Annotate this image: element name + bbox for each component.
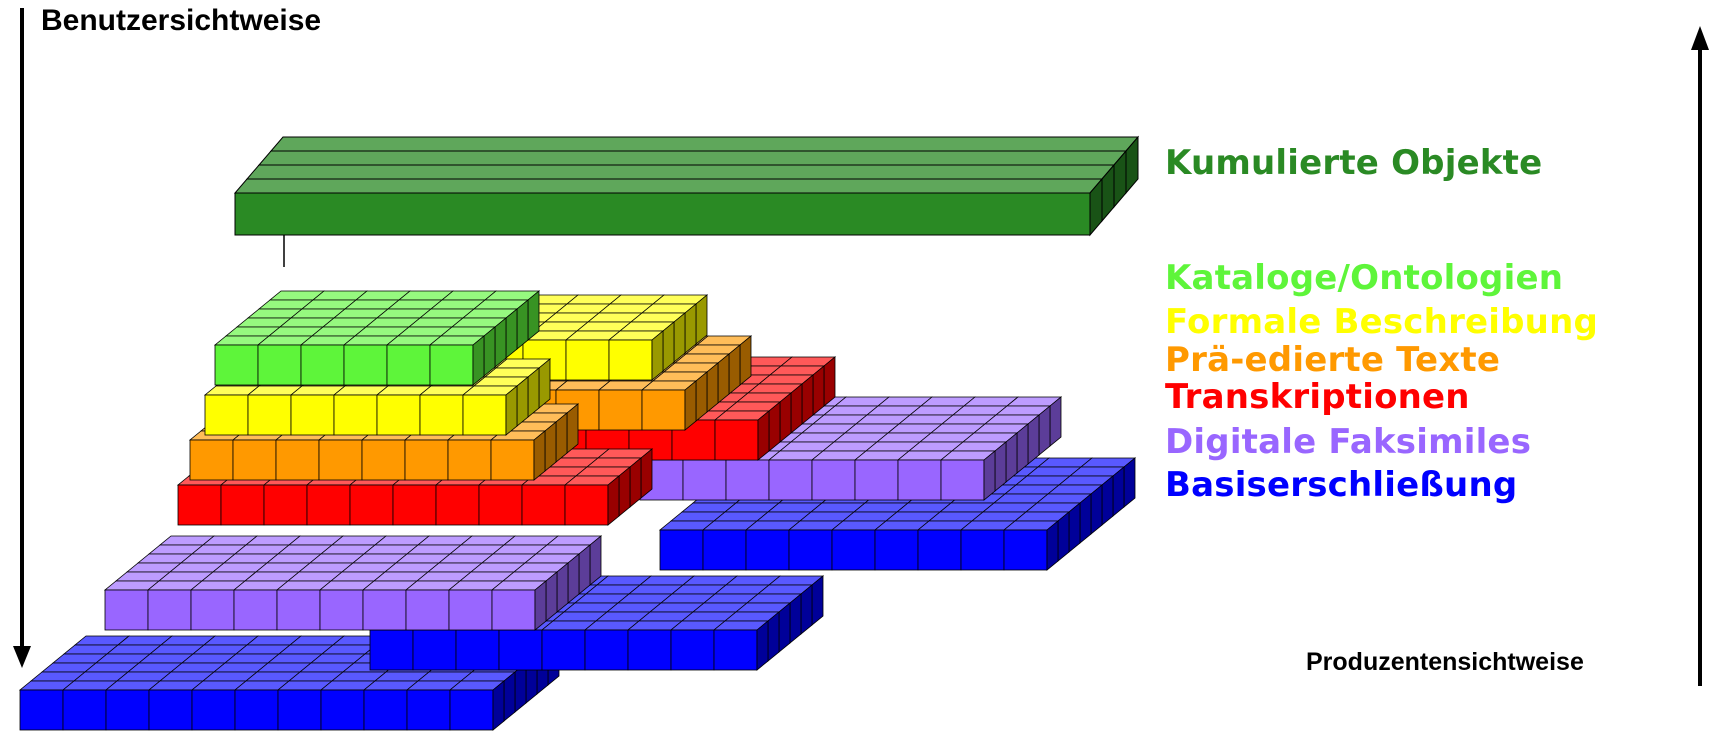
label-digitale-faksimiles: Digitale Faksimiles	[1165, 422, 1532, 462]
label-kataloge-ontologien: Kataloge/Ontologien	[1165, 258, 1564, 298]
label-basiserschliessung: Basiserschließung	[1165, 465, 1518, 505]
faksimiles-slab-back	[638, 396, 1063, 501]
up-arrow-icon	[1691, 26, 1709, 686]
label-prae-edierte-texte: Prä-edierte Texte	[1165, 340, 1501, 380]
view-arrows	[13, 8, 1709, 686]
faksimiles-slab-front	[103, 535, 603, 631]
layer-blocks	[18, 135, 1140, 731]
producer-view-label: Produzentensichtweise	[1306, 648, 1584, 676]
label-kumulierte-objekte: Kumulierte Objekte	[1165, 143, 1543, 183]
label-formale-beschreibung: Formale Beschreibung	[1165, 302, 1599, 342]
down-arrow-icon	[13, 8, 31, 668]
kataloge-slab	[213, 290, 541, 386]
kumulierte-objekte-bar	[233, 135, 1140, 267]
user-view-label: Benutzersichtweise	[41, 4, 322, 37]
label-transkriptionen: Transkriptionen	[1165, 377, 1470, 417]
